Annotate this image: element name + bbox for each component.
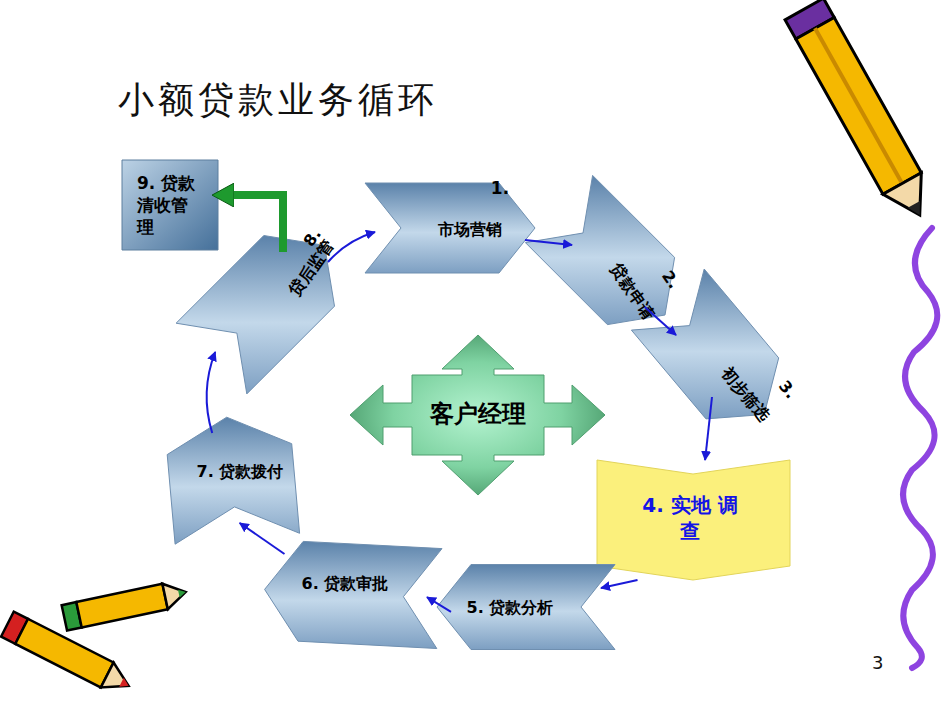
pencil-lead xyxy=(908,201,926,218)
squiggle-line xyxy=(903,228,937,668)
process-shape: 5. 贷款分析 xyxy=(451,572,601,642)
flow-arrow xyxy=(328,232,375,262)
pencil-illustration xyxy=(785,0,939,226)
process-shape: 7. 贷款拨付 xyxy=(177,433,287,523)
pencil-tip xyxy=(162,579,188,609)
node-text: 6. 贷款审批 xyxy=(302,574,389,595)
pencil-tip xyxy=(101,663,135,699)
shape-outline xyxy=(277,554,427,634)
node-text: 1. xyxy=(491,177,509,199)
node-text: 客户经理 xyxy=(430,399,526,430)
pencil-lead xyxy=(119,678,131,691)
flow-arrow xyxy=(705,397,712,460)
slide-title: 小额贷款业务循环 xyxy=(118,76,438,125)
pencil-stripe xyxy=(815,28,902,183)
flow-arrow xyxy=(525,240,572,245)
process-shape: 6. 贷款审批 xyxy=(277,554,427,634)
node-text: 5. 贷款分析 xyxy=(467,598,554,619)
node-text: 7. 贷款拨付 xyxy=(197,462,284,483)
pencil-lead xyxy=(178,588,187,597)
shape-fill xyxy=(437,565,615,650)
shape-fill xyxy=(350,335,605,495)
shape-fill xyxy=(265,541,442,648)
flow-arrow xyxy=(601,580,638,588)
pencil-tip xyxy=(883,173,939,226)
process-shape: 客户经理 xyxy=(350,335,605,495)
shape-fill xyxy=(597,460,790,580)
pencil-body xyxy=(15,619,113,688)
shape-fill xyxy=(122,160,218,250)
shape-fill xyxy=(167,417,299,544)
flow-arrow xyxy=(240,523,285,554)
process-shape: 8.贷后监管 xyxy=(208,252,328,352)
flow-arrow xyxy=(645,307,676,335)
shape-fill xyxy=(365,183,535,273)
flow-arrow xyxy=(427,597,451,612)
process-shape: 2.贷款申请 xyxy=(572,217,652,307)
process-shape: 4. 实地 调查 xyxy=(597,460,790,580)
pencil-body xyxy=(76,584,167,628)
shape-fill xyxy=(525,175,674,324)
page-number: 3 xyxy=(872,652,883,673)
green-arrow xyxy=(218,195,283,252)
flow-arrow xyxy=(207,352,216,433)
node-text: 9. 贷款 清收管 理 xyxy=(137,172,203,238)
node-text: 4. 实地 调查 xyxy=(638,492,742,544)
node-text: 3. xyxy=(774,377,801,404)
node-text: 市场营销 xyxy=(438,220,502,241)
pencil-illustration xyxy=(62,579,189,630)
process-shape: 1.市场营销 xyxy=(375,188,525,268)
process-shape: 9. 贷款 清收管 理 xyxy=(122,160,218,250)
process-shape: 3.初步筛选 xyxy=(676,317,756,397)
pencil-body xyxy=(796,18,921,195)
